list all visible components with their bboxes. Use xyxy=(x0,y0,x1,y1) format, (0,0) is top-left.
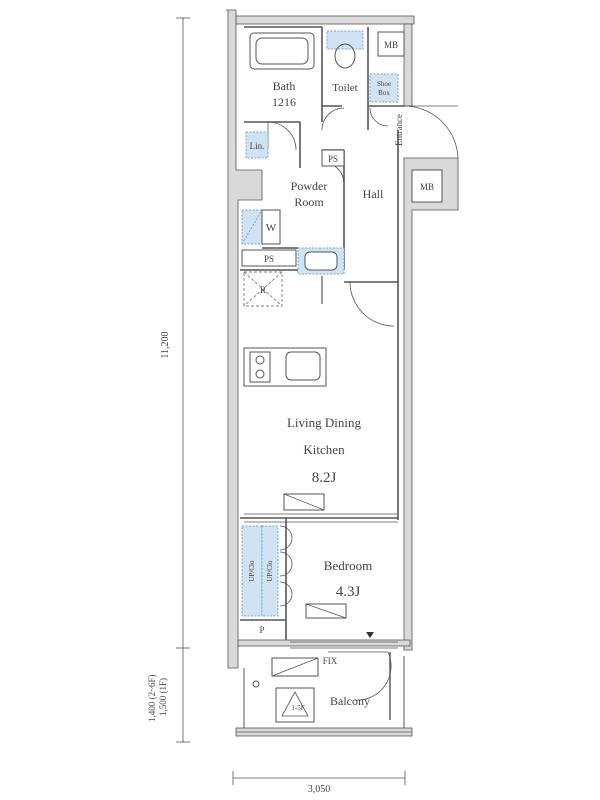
toilet-fixture xyxy=(326,30,364,69)
balcony-height-line2: 1,500 (1F) xyxy=(158,678,168,716)
fridge-space xyxy=(243,271,283,307)
width-dimension: 3,050 xyxy=(308,784,331,795)
fix-label: FIX xyxy=(323,656,338,666)
shoe-box-label-1: Shoe xyxy=(377,80,391,88)
bedroom-label: Bedroom xyxy=(324,558,372,573)
powder-room-label-1: Powder xyxy=(291,179,328,193)
balcony-walls xyxy=(243,656,405,728)
sliding-partition xyxy=(244,513,398,649)
toilet-label: Toilet xyxy=(332,82,358,94)
mb-side-box xyxy=(411,169,443,203)
dimension-lines xyxy=(176,17,406,785)
washer xyxy=(241,209,281,245)
height-dimension: 11,200 xyxy=(160,331,171,358)
window-marker xyxy=(366,632,374,638)
mb-top-box xyxy=(377,31,405,57)
evacuation-hatch xyxy=(275,687,315,723)
bathtub xyxy=(249,32,315,70)
doors xyxy=(267,105,459,607)
powder-room-label-2: Room xyxy=(294,195,324,209)
p-label: P xyxy=(259,625,264,635)
linen-cabinet xyxy=(245,131,269,159)
ldk-label-2: Kitchen xyxy=(303,442,345,457)
linen-label: Lin. xyxy=(250,141,265,151)
bath-size-label: 1216 xyxy=(272,95,296,109)
ps-top-label: PS xyxy=(328,154,338,164)
mb-top-label: MB xyxy=(384,40,398,50)
closet-label-2: UP/Clo xyxy=(266,560,274,582)
walls xyxy=(226,9,459,737)
ps-top-box xyxy=(321,149,345,167)
balcony-height-dimension: 1,400 (2~6F) 1,500 (1F) xyxy=(147,672,168,722)
washer-label: W xyxy=(266,222,277,234)
hatch-label: 1-5F xyxy=(291,704,304,712)
shoe-box xyxy=(369,73,399,103)
ldk-size-label: 8.2J xyxy=(312,470,337,486)
balcony-door xyxy=(328,651,392,720)
entrance-label: Entrance xyxy=(394,114,404,146)
closet xyxy=(241,525,279,617)
hall-label: Hall xyxy=(363,187,384,201)
kitchen-counter xyxy=(243,347,327,387)
bath-label: Bath xyxy=(273,79,296,93)
bedroom-size-label: 4.3J xyxy=(336,584,361,600)
shoe-box-label-2: Box xyxy=(378,89,390,97)
ps-mid-box xyxy=(241,249,297,267)
balcony-label: Balcony xyxy=(330,694,370,708)
ldk-label-1: Living Dining xyxy=(287,415,362,430)
balcony-height-line1: 1,400 (2~6F) xyxy=(147,674,157,721)
closet-label-1: UP/Clo xyxy=(248,560,256,582)
mb-side-label: MB xyxy=(420,182,434,192)
washbasin xyxy=(297,247,345,304)
fridge-label: R xyxy=(260,285,266,295)
drain xyxy=(252,680,260,688)
ps-mid-label: PS xyxy=(264,254,274,264)
